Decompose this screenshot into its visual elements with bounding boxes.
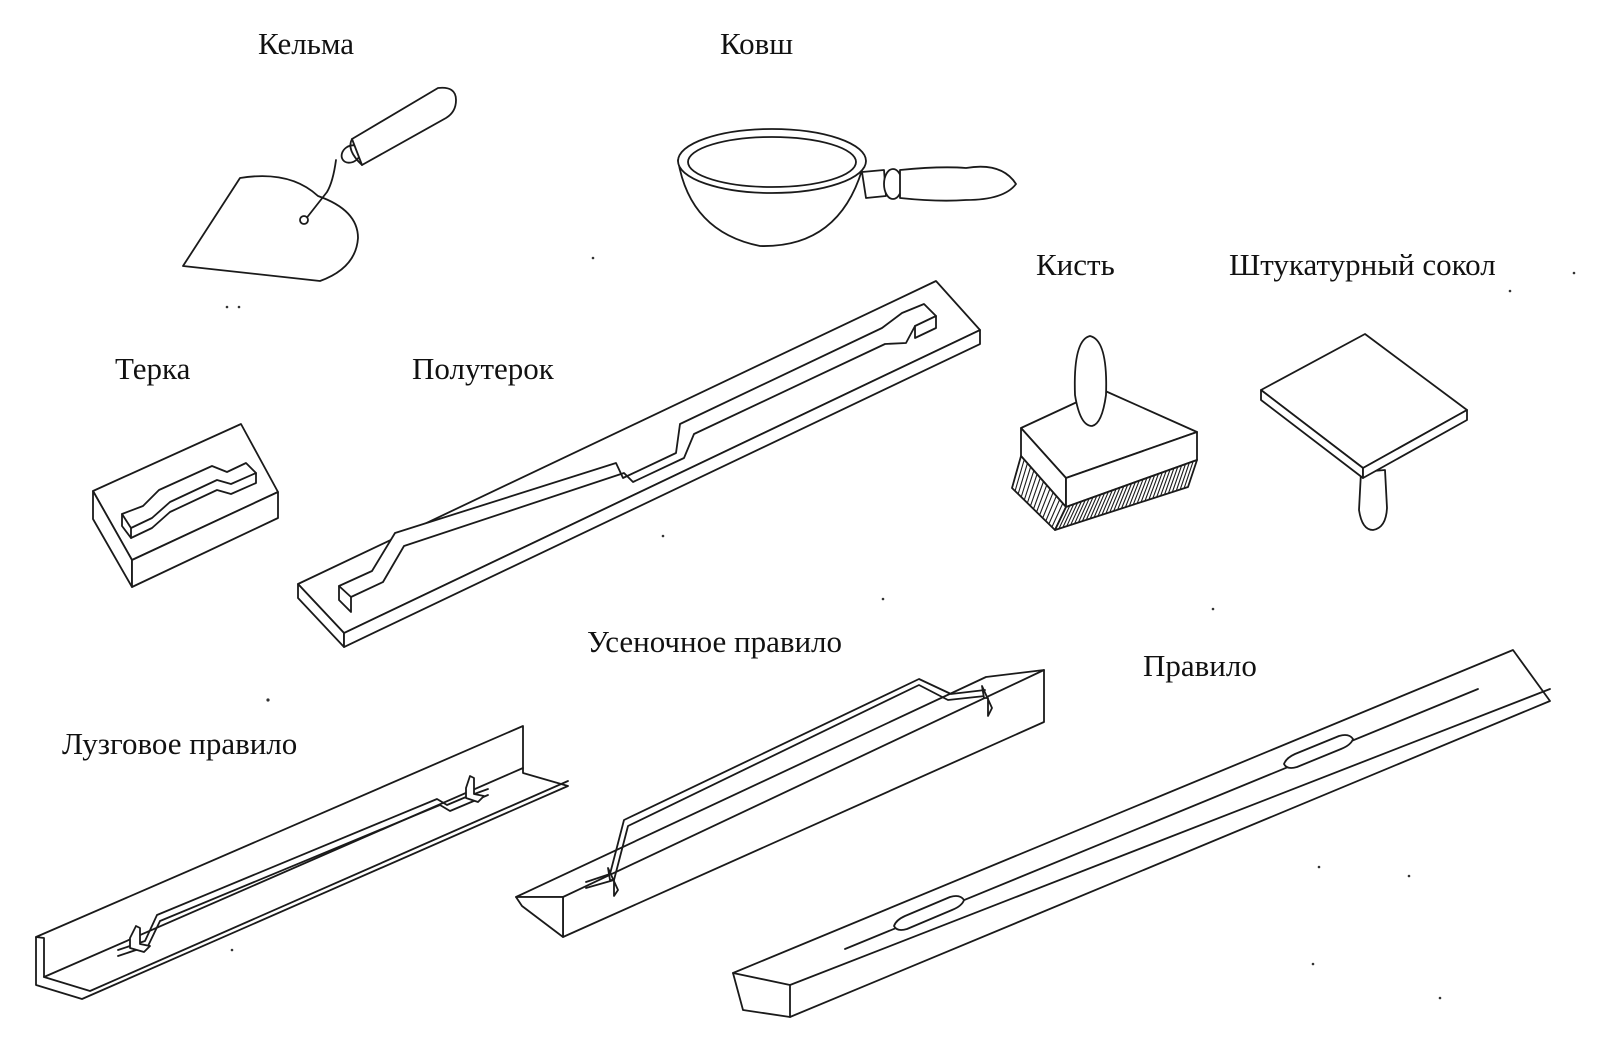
label-usenochnoe: Усеночное правило <box>587 624 843 659</box>
bristle-line <box>1043 492 1053 518</box>
inside-corner-rule-drawing <box>36 726 568 999</box>
bristle-line <box>1188 460 1197 487</box>
bristle-line <box>1149 474 1159 500</box>
bristle-line <box>1012 456 1021 488</box>
bristle-line <box>1015 460 1024 491</box>
bristle-line <box>1024 471 1034 500</box>
bristle-line <box>1129 481 1139 506</box>
label-kovsh: Ковш <box>720 26 794 61</box>
float-drawing <box>93 424 278 587</box>
bristle-line <box>1133 479 1143 504</box>
label-luzgovoe: Лузговое правило <box>62 726 298 761</box>
label-sokol: Штукатурный сокол <box>1229 247 1496 282</box>
bristle-line <box>1122 484 1132 509</box>
bristle-line <box>1165 468 1174 494</box>
bristle-line <box>1094 493 1104 517</box>
bristle-line <box>1040 489 1050 515</box>
brush-bristles-side <box>1012 456 1066 530</box>
bristle-line <box>1049 500 1060 524</box>
bristle-line <box>1125 482 1135 507</box>
bristle-line <box>1059 506 1070 529</box>
bristle-line <box>1153 472 1163 498</box>
bristle-line <box>1110 488 1120 513</box>
bristle-line <box>1078 499 1089 523</box>
bristle-line <box>1106 489 1116 514</box>
bristle-line <box>1172 466 1181 493</box>
bristle-line <box>1141 477 1151 503</box>
rule-drawing <box>733 650 1550 1017</box>
bristle-line <box>1034 482 1044 510</box>
bristle-line <box>1021 467 1030 497</box>
label-poluterok: Полутерок <box>412 351 554 386</box>
bristle-line <box>1098 492 1108 516</box>
bristle-line <box>1071 501 1082 524</box>
bristle-line <box>1030 478 1040 506</box>
brush-bristles-front <box>1055 460 1197 530</box>
bristle-line <box>1018 463 1027 494</box>
bristle-line <box>1102 490 1112 514</box>
bristle-line <box>1145 475 1155 501</box>
bristle-line <box>1184 461 1193 488</box>
bristle-line <box>1027 474 1037 503</box>
bristle-line <box>1082 497 1093 521</box>
bristle-line <box>1052 503 1063 527</box>
bristle-line <box>1086 496 1097 520</box>
ladle-drawing <box>678 129 1016 246</box>
half-float-drawing <box>298 281 980 647</box>
scan-specks <box>225 256 1576 1000</box>
bristle-line <box>1063 504 1074 527</box>
bristle-line <box>1137 478 1147 503</box>
label-kist: Кисть <box>1036 247 1115 282</box>
bristle-line <box>1114 486 1124 511</box>
hawk-drawing <box>1261 334 1467 530</box>
bristle-line <box>1055 507 1066 530</box>
bristle-line <box>1046 496 1057 521</box>
bristle-line <box>1180 463 1189 490</box>
brush-drawing <box>1012 336 1197 530</box>
bristle-line <box>1157 471 1166 497</box>
label-pravilo: Правило <box>1143 648 1257 683</box>
bristle-line <box>1037 485 1047 512</box>
trowel-drawing <box>183 88 456 281</box>
bristle-line <box>1090 495 1100 519</box>
bristle-line <box>1168 467 1177 493</box>
bristle-line <box>1075 500 1086 524</box>
outside-corner-rule-drawing <box>516 670 1044 937</box>
bristle-line <box>1067 503 1078 526</box>
bristle-line <box>1118 485 1128 510</box>
bristle-line <box>1161 470 1170 496</box>
label-terka: Терка <box>115 351 191 386</box>
label-kelma: Кельма <box>258 26 355 61</box>
bristle-line <box>1176 464 1185 491</box>
